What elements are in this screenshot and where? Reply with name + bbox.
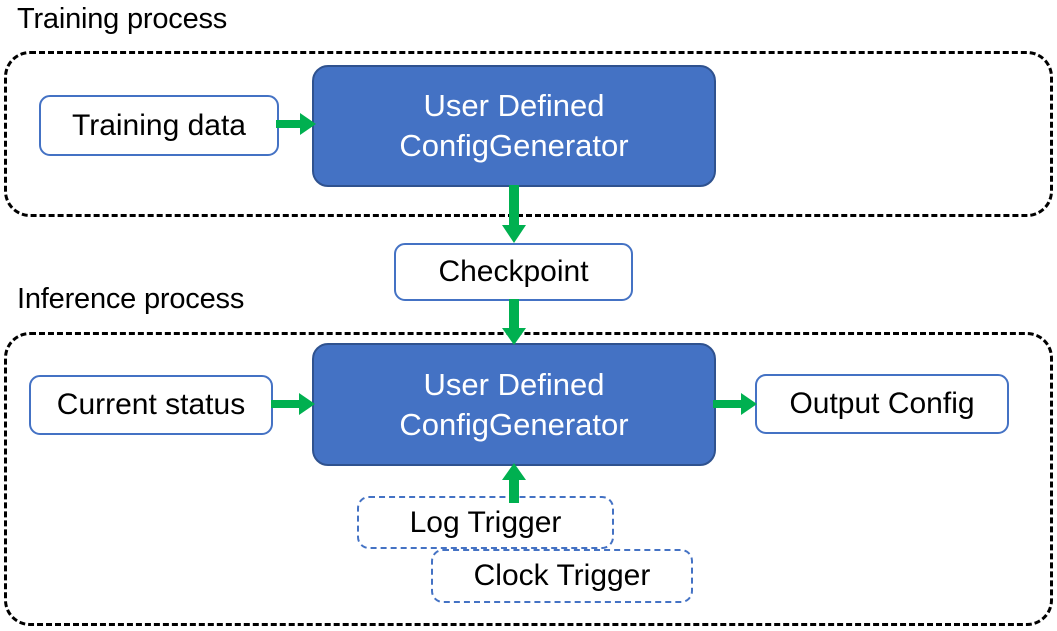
arrow-config-generator-to-output-config (713, 390, 759, 418)
node-user-defined-config-generator-inference[interactable]: User Defined ConfigGenerator (312, 343, 716, 466)
arrow-training-data-to-config-generator (276, 110, 318, 138)
arrow-checkpoint-to-config-generator (500, 299, 528, 347)
arrow-current-status-to-config-generator (271, 390, 317, 418)
node-config-generator-line2: ConfigGenerator (399, 406, 629, 442)
node-user-defined-config-generator-training[interactable]: User Defined ConfigGenerator (312, 65, 716, 187)
training-process-label: Training process (17, 3, 228, 35)
inference-process-label: Inference process (17, 283, 245, 315)
node-config-generator-line1: User Defined (423, 88, 605, 123)
inference-process-container (4, 332, 1053, 626)
node-clock-trigger[interactable]: Clock Trigger (431, 549, 693, 603)
training-process-container (4, 51, 1053, 217)
node-current-status[interactable]: Current status (29, 375, 273, 435)
node-config-generator-line1: User Defined (423, 366, 605, 402)
node-log-trigger-label: Log Trigger (409, 505, 562, 539)
node-training-data-label: Training data (72, 108, 246, 142)
arrow-config-generator-to-checkpoint (500, 185, 528, 245)
node-checkpoint-label: Checkpoint (438, 255, 589, 288)
node-checkpoint[interactable]: Checkpoint (394, 243, 633, 301)
node-current-status-label: Current status (56, 388, 246, 421)
node-output-config[interactable]: Output Config (755, 374, 1009, 434)
node-output-config-label: Output Config (789, 387, 975, 420)
node-training-data[interactable]: Training data (39, 95, 279, 156)
node-config-generator-line2: ConfigGenerator (399, 128, 629, 163)
arrow-trigger-to-config-generator (500, 463, 528, 503)
node-log-trigger[interactable]: Log Trigger (357, 496, 614, 549)
node-clock-trigger-label: Clock Trigger (473, 559, 651, 592)
